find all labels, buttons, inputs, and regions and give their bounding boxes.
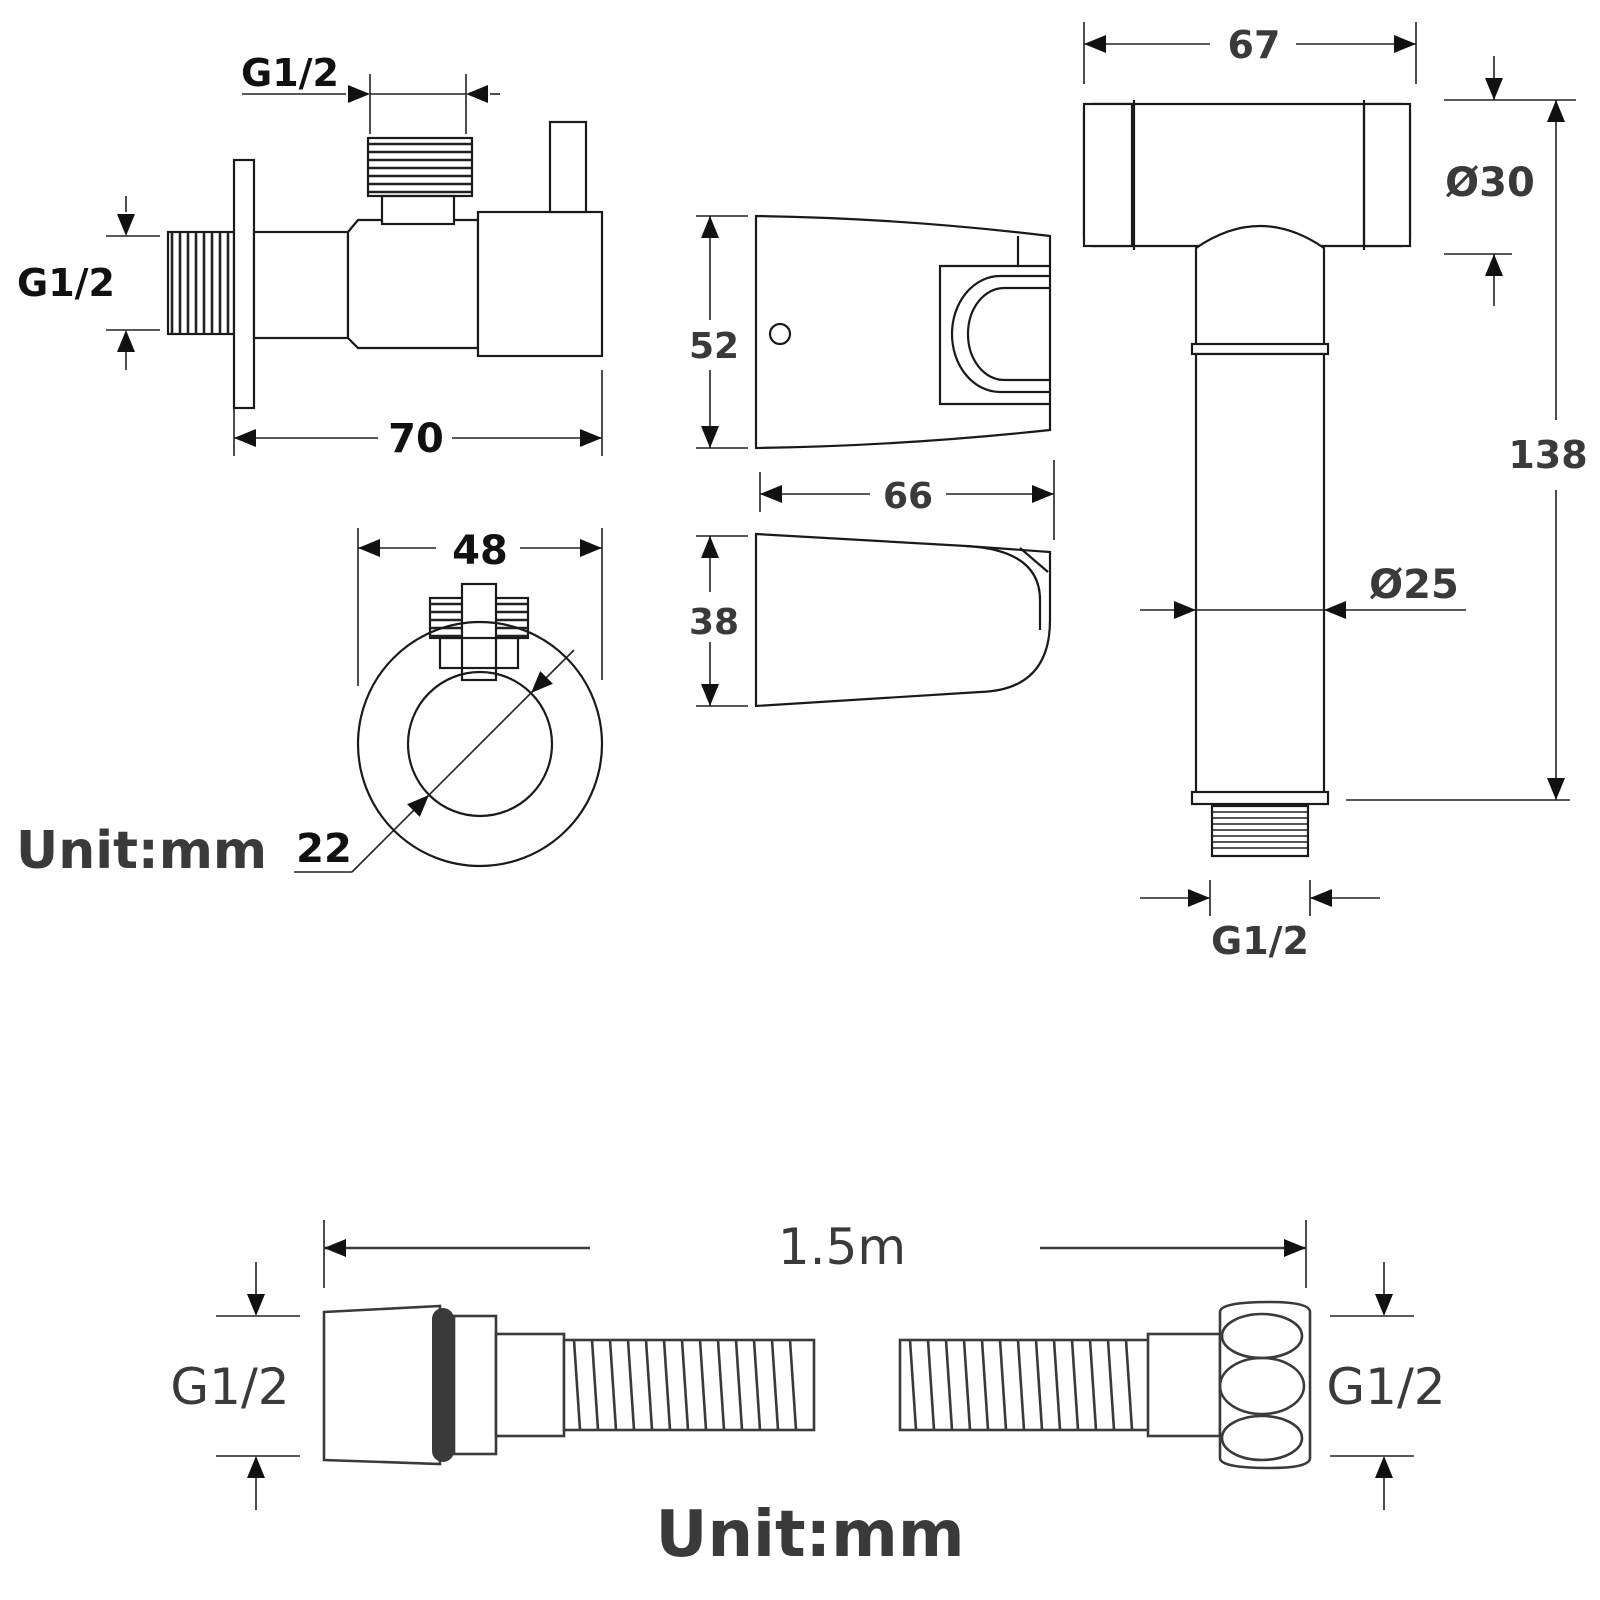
valve-side-thread: [166, 230, 236, 336]
holder-side-outline: [754, 532, 1052, 708]
sprayer-body: [1194, 352, 1326, 796]
valve-flange: [232, 158, 256, 410]
front-lever: [460, 582, 498, 682]
hose-right-ridges: [908, 1339, 1134, 1431]
hose-left-ridges: [572, 1339, 798, 1431]
valve-diameter-label: 48: [452, 528, 508, 574]
hose-left-collar: [452, 1314, 498, 1456]
holder-side-curve: [965, 544, 1042, 630]
holder-width-label: 66: [883, 476, 933, 517]
sprayer-head-right-cap: [1362, 102, 1412, 248]
holder-outline: [754, 214, 1052, 450]
valve-pipe: [252, 230, 350, 340]
front-neck: [438, 636, 520, 670]
valve-handle: [476, 210, 604, 358]
valve-side-thread-ridges: [170, 232, 230, 334]
sprayer-head-dia-label: Ø30: [1445, 160, 1535, 206]
holder-side-view: 38: [689, 532, 1052, 708]
hose-left-cone: [322, 1304, 442, 1466]
valve-lever: [548, 120, 588, 214]
sprayer-width-label: 67: [1228, 23, 1281, 67]
hose-left-thread-label: G1/2: [170, 1358, 289, 1416]
front-inner-ring: [406, 670, 554, 818]
holder-cradle-slot-inner: [966, 286, 1050, 382]
valve-top-thread-ridges: [368, 142, 472, 194]
holder-front-view: 52 66: [689, 214, 1055, 540]
valve-body: [346, 218, 480, 350]
sprayer-body-dia-label: Ø25: [1369, 562, 1459, 608]
valve-side-thread-label: G1/2: [17, 261, 115, 305]
holder-depth-label: 38: [689, 602, 739, 643]
valve-top-neck: [380, 194, 456, 226]
angle-valve-side-view: G1/2 G1/2 70: [17, 51, 604, 462]
valve-top-thread-label: G1/2: [241, 51, 339, 95]
sprayer-thread-label: G1/2: [1211, 919, 1309, 963]
valve-inner-label: 22: [296, 826, 352, 872]
unit-label-top: Unit:mm: [16, 821, 267, 881]
holder-cradle-frame: [938, 264, 1050, 406]
holder-screw-hole: [768, 322, 792, 346]
hose-right-thread-label: G1/2: [1326, 1358, 1445, 1416]
hose-right-nut: [1218, 1300, 1312, 1470]
sprayer-height-label: 138: [1508, 433, 1587, 477]
sprayer-thread: [1210, 804, 1310, 858]
valve-length-label: 70: [388, 416, 444, 462]
hose-view: 1.5m G1/2 G1/2: [170, 1218, 1446, 1510]
holder-height-label: 52: [689, 326, 739, 367]
front-outer-ring: [356, 620, 604, 868]
sprayer-bottom-ring: [1190, 790, 1330, 806]
hose-right-ferrule: [1146, 1332, 1222, 1438]
angle-valve-front-view: 48 22: [294, 528, 604, 873]
hose-length-label: 1.5m: [778, 1218, 906, 1276]
sprayer-view: 67 Ø30 138 Ø25 G1/2: [1082, 22, 1588, 963]
holder-cradle-slot: [950, 274, 1050, 394]
hose-left-oring: [432, 1308, 454, 1462]
sprayer-neck: [1194, 225, 1326, 350]
sprayer-head-left-cap: [1082, 102, 1134, 248]
sprayer-ring: [1190, 342, 1330, 356]
hose-left-ferrule: [494, 1332, 566, 1438]
unit-label-bottom: Unit:mm: [655, 1498, 964, 1572]
sprayer-thread-ridges: [1212, 811, 1308, 849]
